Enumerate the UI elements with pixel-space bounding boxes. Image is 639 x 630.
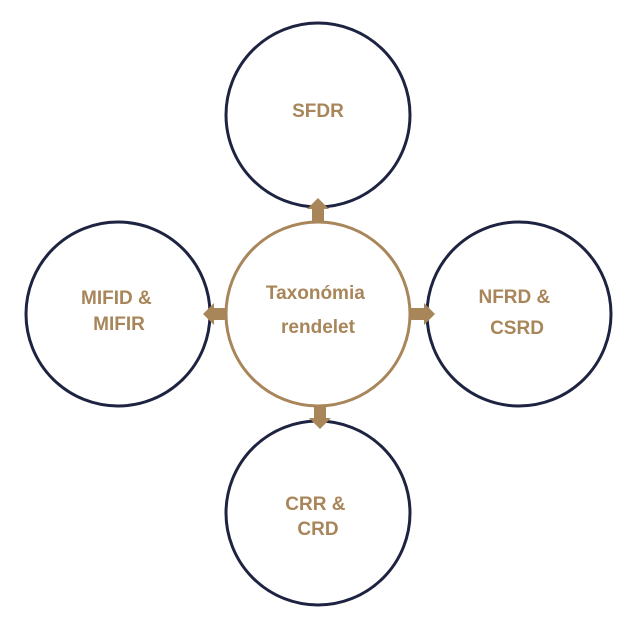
- arrow-up-icon: [307, 198, 329, 222]
- nfrd-label-line-1: NFRD &: [478, 287, 550, 308]
- sfdr-label-line-1: SFDR: [292, 101, 344, 122]
- mifid-label-line-2: MIFIR: [93, 314, 145, 335]
- sfdr-label: SFDR: [292, 101, 344, 122]
- center-label-line-2: rendelet: [281, 317, 356, 338]
- crr-label-line-2: CRD: [297, 519, 338, 540]
- nfrd-label-line-2: CSRD: [490, 318, 544, 339]
- arrow-right-icon: [411, 303, 435, 325]
- mifid-label: MIFID & MIFIR: [81, 288, 157, 335]
- center-label-line-1: Taxonómia: [266, 283, 365, 304]
- taxonomy-circle: [224, 220, 412, 408]
- crr-label: CRR & CRD: [285, 494, 350, 540]
- mifid-label-line-1: MIFID &: [81, 288, 152, 309]
- crr-label-line-1: CRR &: [285, 494, 345, 515]
- center-label: Taxonómia rendelet: [266, 283, 370, 338]
- nfrd-circle: [425, 220, 613, 408]
- arrow-down-icon: [309, 405, 331, 429]
- arrow-left-icon: [203, 303, 227, 325]
- nfrd-label: NFRD & CSRD: [478, 287, 555, 339]
